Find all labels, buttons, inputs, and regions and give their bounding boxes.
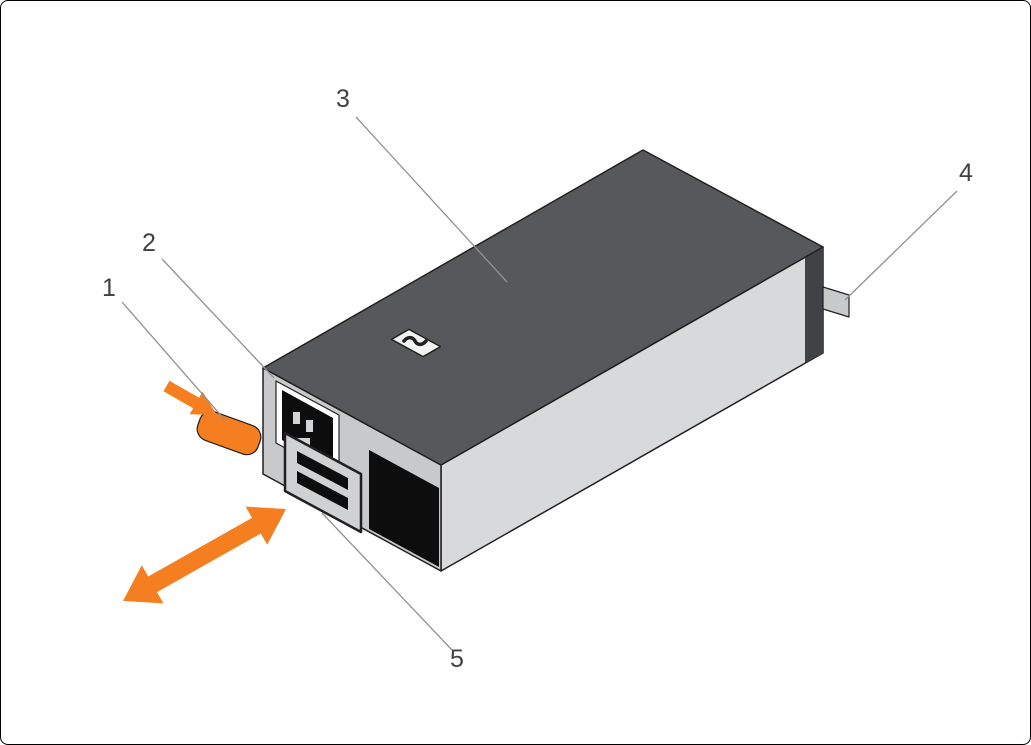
handle-slot-top [297, 451, 348, 490]
callout-label-4: 4 [959, 159, 973, 187]
callout-labels: 1 2 3 4 5 [102, 85, 973, 673]
release-latch-tab [196, 410, 262, 456]
socket-pin-right [306, 420, 313, 432]
callout-label-1: 1 [102, 274, 116, 302]
direction-arrows [123, 380, 286, 604]
handle-slot-bottom [297, 471, 348, 510]
callout-label-2: 2 [142, 229, 156, 257]
leader-lines [121, 116, 958, 651]
push-latch-arrow-icon [163, 380, 217, 415]
slide-out-double-arrow-icon [123, 506, 286, 604]
psu-top-face [262, 149, 824, 466]
release-latch [196, 410, 262, 456]
leader-line-4 [844, 190, 958, 301]
leader-line-2 [161, 258, 275, 379]
fan-opening [369, 450, 439, 567]
callout-label-5: 5 [450, 645, 464, 673]
rear-power-connector [822, 286, 850, 318]
psu-handle [283, 431, 363, 534]
status-indicator [390, 328, 442, 358]
power-wave-icon [402, 335, 428, 347]
psu-rear-end-dark [805, 247, 823, 363]
leader-line-1 [121, 301, 226, 421]
leader-line-3 [355, 116, 508, 283]
leader-line-5 [321, 512, 453, 651]
socket-pin-bottom [297, 438, 310, 445]
socket-pin-left [293, 412, 300, 424]
callout-label-3: 3 [336, 85, 350, 113]
